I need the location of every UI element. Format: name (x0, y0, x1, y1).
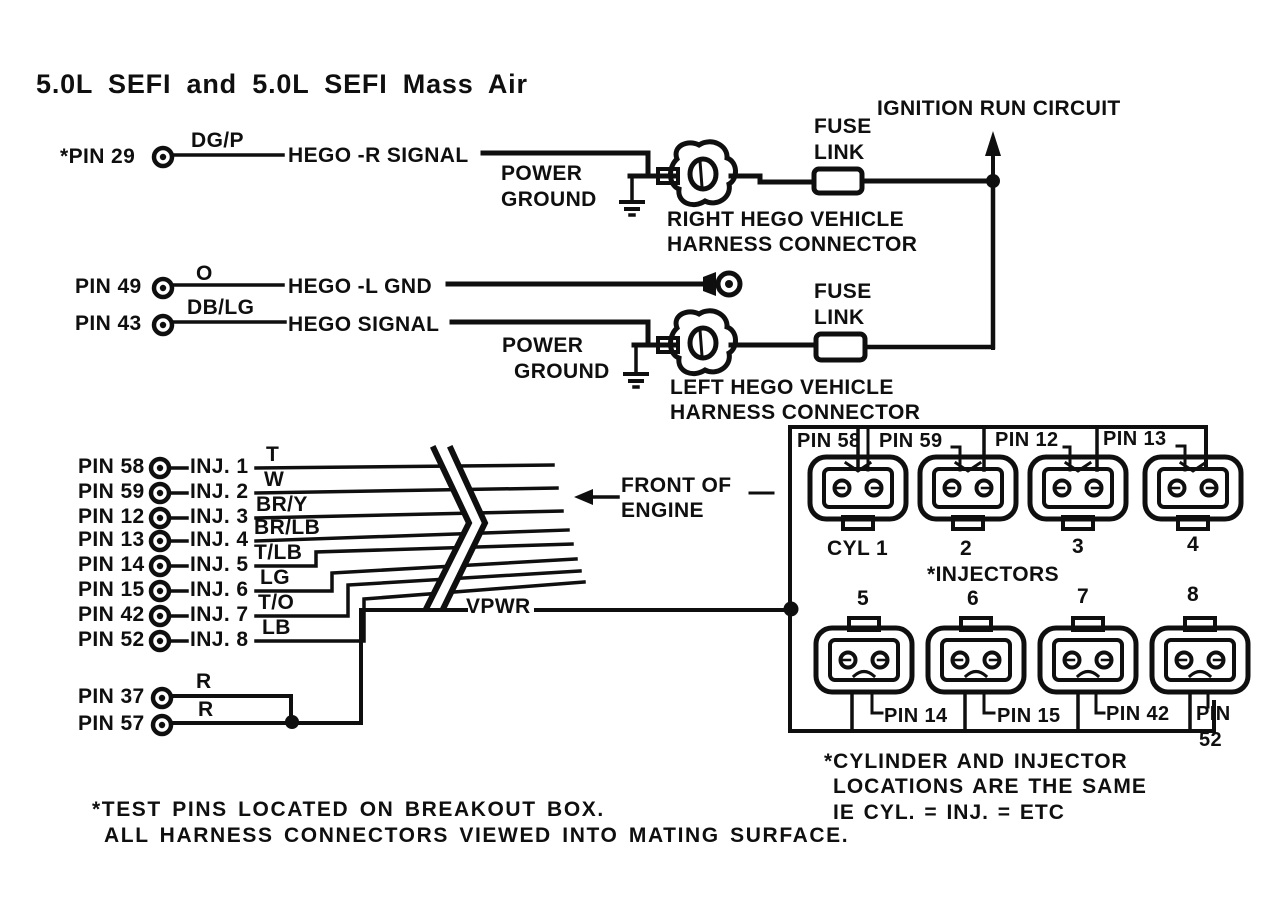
fuse-link-1 (811, 166, 865, 196)
box-bottom-pin14: PIN 14 (884, 705, 948, 727)
wire-color-brlb: BR/LB (254, 516, 321, 539)
box-top-pin12: PIN 12 (995, 429, 1059, 451)
breakout-box-pins (151, 148, 172, 734)
cylinder-note-line1: *CYLINDER AND INJECTOR (824, 750, 1128, 773)
pin57-label: PIN 57 (78, 712, 145, 735)
pin12-label: PIN 12 (78, 505, 145, 528)
junction-dot (285, 715, 299, 729)
power-ground-label-1-line1: POWER (501, 162, 583, 185)
right-hego-connector-label-line1: RIGHT HEGO VEHICLE (667, 208, 905, 231)
footnote-line2: ALL HARNESS CONNECTORS VIEWED INTO MATIN… (104, 824, 850, 847)
wire-color-dblg: DB/LG (187, 296, 255, 319)
pin29-label: *PIN 29 (60, 145, 136, 168)
left-hego-connector-label-line2: HARNESS CONNECTOR (670, 401, 921, 424)
inj6-label: INJ. 6 (190, 578, 249, 601)
injector-box (788, 425, 1248, 733)
inj-number-6: 6 (967, 587, 980, 610)
wire-color-o: O (196, 262, 213, 285)
vpwr-label: VPWR (466, 595, 531, 618)
page-title: 5.0L SEFI and 5.0L SEFI Mass Air (36, 69, 528, 99)
pin49-label: PIN 49 (75, 275, 142, 298)
inj-number-5: 5 (857, 587, 870, 610)
box-bottom-pin52-line1: PIN (1196, 703, 1231, 725)
signal-hego-r: HEGO -R SIGNAL (288, 144, 469, 167)
pin13-label: PIN 13 (78, 528, 145, 551)
pin43-label: PIN 43 (75, 312, 142, 335)
pin59-label: PIN 59 (78, 480, 145, 503)
pin14-label: PIN 14 (78, 553, 145, 576)
wire-color-lg: LG (260, 566, 290, 589)
box-top-pin59: PIN 59 (879, 430, 943, 452)
hego-l-gnd-circuit (170, 270, 743, 298)
fuse-link-label-1-line2: LINK (814, 141, 865, 164)
footnote-line1: *TEST PINS LOCATED ON BREAKOUT BOX. (92, 798, 605, 821)
fuse-link-label-2-line2: LINK (814, 306, 865, 329)
inj2-label: INJ. 2 (190, 480, 249, 503)
box-top-pin58: PIN 58 (797, 430, 861, 452)
vpwr-circuit (169, 601, 799, 729)
inj-number-8: 8 (1187, 583, 1200, 606)
left-arrowhead (574, 489, 593, 505)
front-of-engine-arrow (574, 489, 775, 505)
front-of-engine-label-line1: FRONT OF (621, 474, 732, 497)
front-of-engine-label-line2: ENGINE (621, 499, 704, 522)
injector-harness-wires (169, 463, 586, 643)
junction-dot (986, 174, 1000, 188)
wire-color-t: T (266, 443, 280, 466)
pin37-label: PIN 37 (78, 685, 145, 708)
right-hego-connector-label-line2: HARNESS CONNECTOR (667, 233, 918, 256)
inj8-label: INJ. 8 (190, 628, 249, 651)
wire-color-lb: LB (262, 616, 291, 639)
power-ground-label-2-line2: GROUND (514, 360, 610, 383)
signal-hego: HEGO SIGNAL (288, 313, 440, 336)
wire-color-to: T/O (258, 591, 295, 614)
inj5-label: INJ. 5 (190, 553, 249, 576)
wire-color-tlb: T/LB (254, 541, 303, 564)
inj-number-7: 7 (1077, 585, 1090, 608)
fuse-link-label-2-line1: FUSE (814, 280, 872, 303)
inj4-label: INJ. 4 (190, 528, 249, 551)
inj3-label: INJ. 3 (190, 505, 249, 528)
cyl4-label: 4 (1187, 533, 1200, 556)
left-hego-connector-label-line1: LEFT HEGO VEHICLE (670, 376, 894, 399)
wire-color-bry: BR/Y (256, 493, 308, 516)
box-bottom-pin15: PIN 15 (997, 705, 1061, 727)
wire-color-r2: R (198, 698, 214, 721)
box-bottom-pin52-line2: 52 (1199, 729, 1223, 751)
hego-signal-circuit (170, 183, 996, 389)
signal-hego-l-gnd: HEGO -L GND (288, 275, 433, 298)
inj1-label: INJ. 1 (190, 455, 249, 478)
pin42-label: PIN 42 (78, 603, 145, 626)
ring-terminal-icon (715, 270, 743, 298)
power-ground-label-1-line2: GROUND (501, 188, 597, 211)
fuse-link-2 (813, 331, 868, 363)
box-bottom-pin42: PIN 42 (1106, 703, 1170, 725)
inj7-label: INJ. 7 (190, 603, 249, 626)
ring-terminal-collar (703, 272, 716, 296)
cylinder-note-line2: LOCATIONS ARE THE SAME (833, 775, 1147, 798)
wire-color-r1: R (196, 670, 212, 693)
up-arrowhead (985, 131, 1001, 156)
ignition-run-circuit-label: IGNITION RUN CIRCUIT (877, 97, 1121, 120)
power-ground-label-2-line1: POWER (502, 334, 584, 357)
box-top-pin13: PIN 13 (1103, 428, 1167, 450)
wire-color-w: W (264, 468, 285, 491)
pin58-label: PIN 58 (78, 455, 145, 478)
pin52-label: PIN 52 (78, 628, 145, 651)
cyl2-label: 2 (960, 537, 973, 560)
cylinder-note-line3: IE CYL. = INJ. = ETC (833, 801, 1065, 824)
injectors-label: *INJECTORS (927, 563, 1059, 586)
harness-break-symbol (422, 445, 489, 612)
fuse-link-label-1-line1: FUSE (814, 115, 872, 138)
pin15-label: PIN 15 (78, 578, 145, 601)
wire-color-dgp: DG/P (191, 129, 244, 152)
cyl1-label: CYL 1 (827, 537, 889, 560)
cyl3-label: 3 (1072, 535, 1085, 558)
